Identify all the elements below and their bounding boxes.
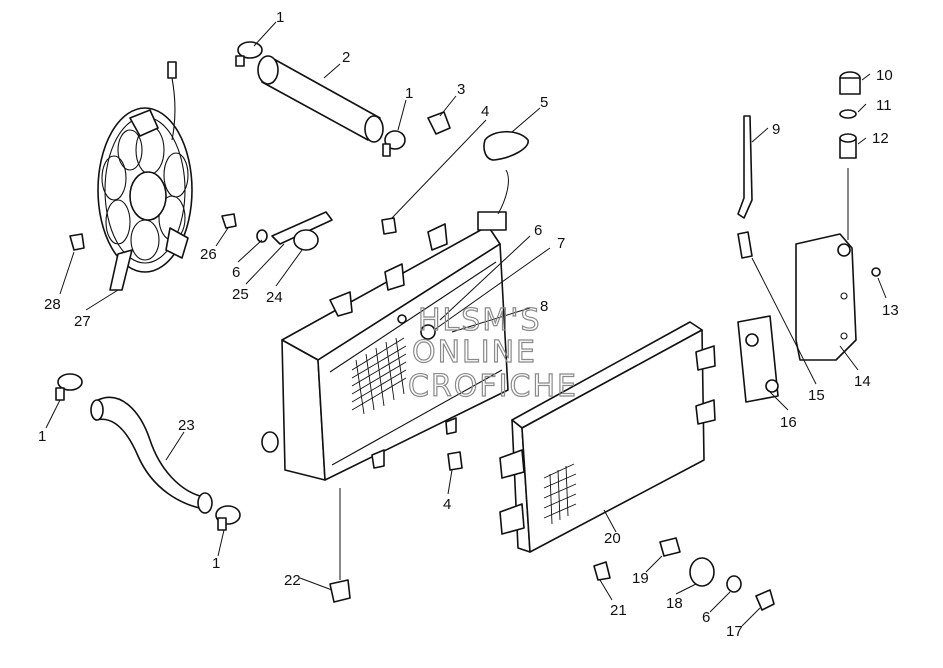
radiator-core — [261, 211, 509, 481]
callout-1: 1 — [212, 555, 220, 572]
callout-6: 6 — [232, 264, 240, 281]
callout-1: 1 — [276, 9, 284, 26]
watermark-line-2: ONLINE — [412, 335, 537, 370]
watermark: HLSM'S ONLINE CROFICHE — [407, 302, 578, 404]
hose-clamps — [55, 41, 406, 531]
callout-5: 5 — [540, 94, 548, 111]
watermark-line-3: CROFICHE — [408, 369, 578, 404]
callout-18: 18 — [666, 595, 683, 612]
callout-1: 1 — [38, 428, 46, 445]
radiator-screen — [499, 321, 716, 553]
callout-21: 21 — [610, 602, 627, 619]
callout-14: 14 — [854, 373, 871, 390]
callout-19: 19 — [632, 570, 649, 587]
callout-6: 6 — [534, 222, 542, 239]
callout-26: 26 — [200, 246, 217, 263]
watermark-line-1: HLSM'S — [418, 303, 542, 338]
callout-12: 12 — [872, 130, 889, 147]
callout-6: 6 — [702, 609, 710, 626]
callout-3: 3 — [457, 81, 465, 98]
callout-16: 16 — [780, 414, 797, 431]
small-parts — [69, 71, 881, 611]
callout-22: 22 — [284, 572, 301, 589]
callout-4: 4 — [481, 103, 489, 120]
callout-11: 11 — [876, 97, 892, 114]
callout-25: 25 — [232, 286, 249, 303]
leader-lines — [45, 21, 887, 627]
callout-4: 4 — [443, 496, 451, 513]
callout-28: 28 — [44, 296, 61, 313]
callout-15: 15 — [808, 387, 825, 404]
callout-numbers: 1 2 1 3 4 5 6 7 8 9 10 11 12 13 14 15 16… — [38, 9, 899, 640]
callout-23: 23 — [178, 417, 195, 434]
callout-10: 10 — [876, 67, 893, 84]
callout-13: 13 — [882, 302, 899, 319]
callout-8: 8 — [540, 298, 548, 315]
callout-17: 17 — [726, 623, 743, 640]
callout-1: 1 — [405, 85, 413, 102]
callout-7: 7 — [557, 235, 565, 252]
callout-2: 2 — [342, 49, 350, 66]
upper-hose — [257, 55, 384, 143]
callout-20: 20 — [604, 530, 621, 547]
callout-24: 24 — [266, 289, 283, 306]
callout-9: 9 — [772, 121, 780, 138]
callout-27: 27 — [74, 313, 91, 330]
lower-hose — [90, 396, 213, 514]
cooling-fan-assembly — [97, 61, 193, 291]
